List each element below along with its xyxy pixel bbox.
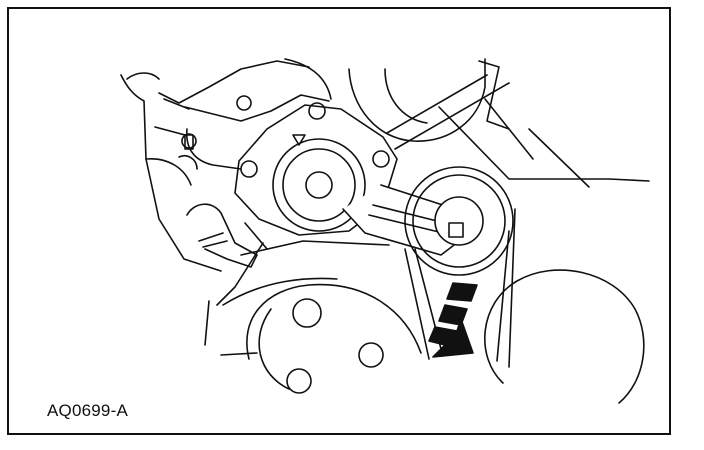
figure-frame: AQ0699-A (7, 7, 671, 435)
lower-bolt-b (358, 342, 384, 368)
bolt-head-left (181, 133, 197, 149)
engine-block-lines (216, 98, 650, 306)
figure-reference-label: AQ0699-A (47, 401, 128, 420)
lower-bolt-c (286, 368, 312, 394)
bolt-head-upper-left (236, 95, 252, 111)
left-sensor-bracket (186, 203, 258, 268)
tensioner-mounting-plate (234, 102, 398, 236)
square-drive-hole (448, 222, 464, 238)
mounting-bolt-left (240, 160, 258, 178)
engine-bracket-outline (120, 60, 330, 272)
rotation-direction-arrow-icon (428, 282, 478, 358)
lower-bolt-a (292, 298, 322, 328)
lower-pulleys (220, 269, 645, 404)
belt-tensioner-illustration (120, 58, 650, 404)
tensioner-arm (342, 184, 484, 256)
mounting-bolt-top (308, 102, 326, 120)
mounting-bolt-right (372, 150, 390, 168)
tensioner-pivot (272, 134, 366, 232)
upper-pulley-housing (284, 58, 510, 142)
tensioner-pulley (404, 166, 514, 276)
